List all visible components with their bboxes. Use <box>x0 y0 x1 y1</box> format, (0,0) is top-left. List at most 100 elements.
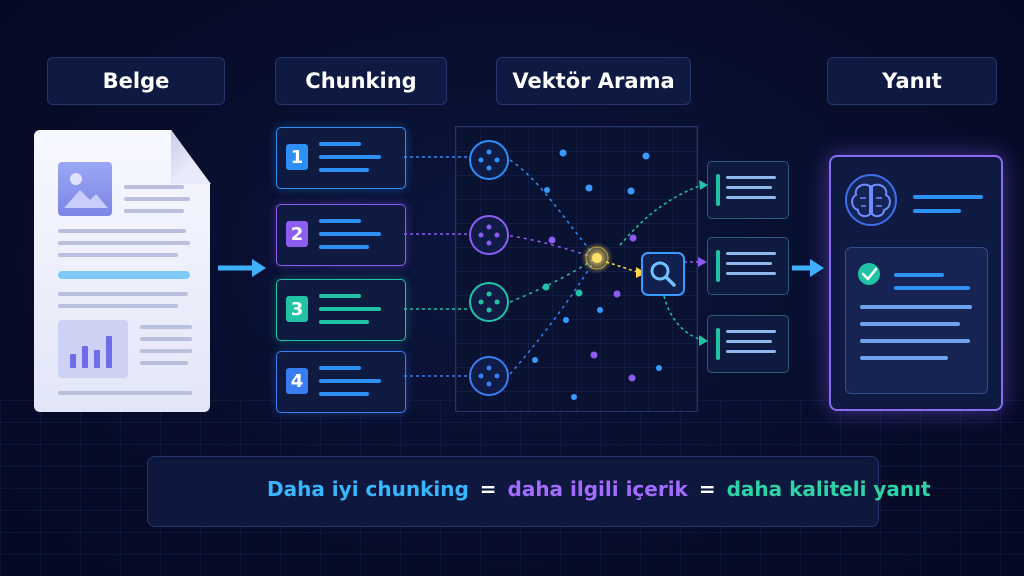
chunk-card-4: 4 <box>276 351 406 413</box>
vector-point <box>571 394 577 400</box>
stage-label-yanit: Yanıt <box>882 69 942 93</box>
vector-point <box>629 234 637 242</box>
vector-point <box>575 289 583 297</box>
chunk-line <box>319 379 381 383</box>
chunk-number: 4 <box>290 370 304 392</box>
chunk-line <box>319 245 369 249</box>
doc-highlight-line <box>58 271 190 279</box>
tagline-equals-2: = <box>698 477 716 501</box>
embedding-node-2 <box>469 215 509 255</box>
chunk-number-badge: 1 <box>286 144 308 170</box>
result-arrowhead-3 <box>699 335 708 346</box>
answer-line <box>894 273 944 277</box>
retrieved-chunk-3 <box>707 315 789 373</box>
doc-line <box>58 253 178 257</box>
vector-point <box>590 351 598 359</box>
result-arrowhead-1 <box>699 180 708 190</box>
vector-points <box>532 149 662 400</box>
vector-point <box>548 236 556 244</box>
retrieved-line <box>726 196 776 199</box>
embedding-path-2 <box>509 235 597 259</box>
retrieved-line <box>726 350 776 353</box>
stage-label-belge: Belge <box>102 69 170 93</box>
chunk-number: 3 <box>290 298 304 320</box>
tagline-text: Daha iyi chunking = daha ilgili içerik =… <box>267 477 931 501</box>
answer-header-line <box>913 209 961 213</box>
chunk-number-badge: 3 <box>286 296 308 322</box>
answer-line <box>894 286 970 290</box>
query-path <box>605 261 639 273</box>
check-icon <box>858 263 880 285</box>
vector-point <box>642 152 650 160</box>
bar-chart-icon <box>58 320 128 378</box>
stage-header-yanit: Yanıt <box>827 57 997 105</box>
retrieved-line <box>726 262 772 265</box>
embedding-node-1 <box>469 140 509 180</box>
stage-header-vektor-arama: Vektör Arama <box>496 57 691 105</box>
retrieved-line <box>726 272 776 275</box>
chunk-line <box>319 219 361 223</box>
doc-line <box>58 241 190 245</box>
retrieved-chunk-2 <box>707 237 789 295</box>
arrow-doc-to-chunks <box>218 259 266 277</box>
doc-line <box>58 292 188 296</box>
vector-point <box>656 365 662 371</box>
tagline-part-1: Daha iyi chunking <box>267 477 469 501</box>
stage-header-chunking: Chunking <box>275 57 447 105</box>
retrieved-line <box>726 330 776 333</box>
retrieved-marker <box>716 328 720 360</box>
answer-header-line <box>913 195 983 199</box>
chunk-number: 1 <box>290 146 304 168</box>
doc-line <box>124 185 184 189</box>
result-path-1 <box>619 184 703 246</box>
brain-icon <box>845 174 897 226</box>
chunk-line <box>319 366 361 370</box>
chunk-line <box>319 307 381 311</box>
answer-line <box>860 322 960 326</box>
vector-point <box>559 149 567 157</box>
doc-line <box>140 325 192 329</box>
doc-line <box>140 361 188 365</box>
vector-point <box>532 357 538 363</box>
arrow-results-to-answer <box>792 259 824 277</box>
vector-point <box>544 187 550 193</box>
chunk-line <box>319 392 369 396</box>
retrieved-marker <box>716 250 720 282</box>
query-point <box>581 242 613 274</box>
chunk-card-2: 2 <box>276 204 406 266</box>
vector-point <box>613 290 621 298</box>
stage-label-vektor-arama: Vektör Arama <box>512 69 675 93</box>
embedding-path-3 <box>509 257 597 303</box>
search-icon <box>641 252 685 296</box>
stage-header-belge: Belge <box>47 57 225 105</box>
vector-point <box>542 283 550 291</box>
embedding-node-4 <box>469 356 509 396</box>
answer-line <box>860 305 972 309</box>
doc-line <box>58 391 192 395</box>
chunk-line <box>319 142 361 146</box>
chunk-card-1: 1 <box>276 127 406 189</box>
chunk-line <box>319 320 369 324</box>
answer-line <box>860 356 948 360</box>
doc-line <box>140 349 192 353</box>
chunk-line <box>319 155 381 159</box>
retrieved-line <box>726 252 776 255</box>
chunk-line <box>319 168 369 172</box>
retrieved-line <box>726 186 772 189</box>
vector-point <box>627 187 635 195</box>
result-path-3 <box>663 295 703 341</box>
tagline-box: Daha iyi chunking = daha ilgili içerik =… <box>147 456 931 527</box>
vector-point <box>597 307 603 313</box>
doc-line <box>124 209 184 213</box>
chunk-number-badge: 2 <box>286 221 308 247</box>
chunk-line <box>319 294 361 298</box>
vector-point <box>563 317 569 323</box>
retrieved-chunk-1 <box>707 161 789 219</box>
chunk-number-badge: 4 <box>286 368 308 394</box>
doc-line <box>58 229 186 233</box>
tagline-part-2: daha ilgili içerik <box>507 477 688 501</box>
doc-line <box>58 304 178 308</box>
result-arrowhead-2 <box>698 257 707 267</box>
tagline-part-3: daha kaliteli yanıt <box>726 477 931 501</box>
